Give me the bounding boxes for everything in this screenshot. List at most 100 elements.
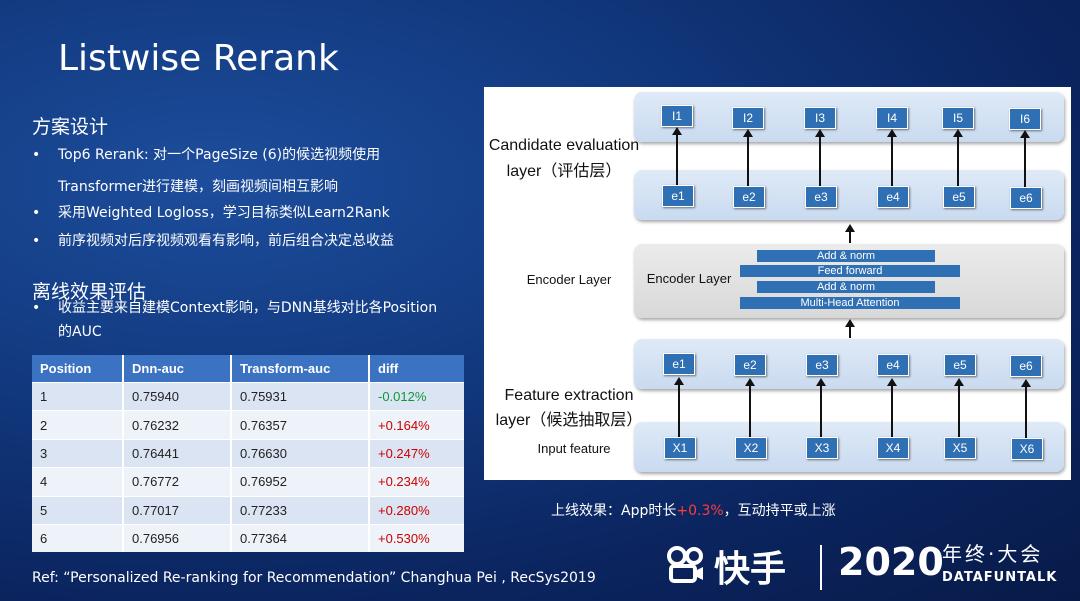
- arrowhead: [845, 224, 855, 232]
- event-year: 2020: [838, 540, 944, 584]
- embed-node: e6: [1010, 187, 1042, 209]
- input-feature-label: Input feature: [537, 441, 611, 456]
- arrowhead: [1021, 379, 1031, 387]
- cell-diff: +0.247%: [369, 438, 464, 468]
- input-node: X2: [735, 437, 767, 459]
- cell-position: 4: [32, 467, 124, 497]
- scheme-heading: 方案设计: [32, 116, 109, 138]
- cell-position: 3: [32, 438, 124, 468]
- input-node: X6: [1011, 438, 1043, 460]
- cell-dnn-auc: 0.75940: [123, 381, 232, 411]
- embed-node: e5: [943, 186, 975, 208]
- cell-transform-auc: 0.76952: [231, 467, 370, 497]
- feature-node: e5: [944, 354, 976, 376]
- arrowhead: [887, 129, 897, 137]
- cell-dnn-auc: 0.76441: [123, 438, 232, 468]
- bullet-dot: •: [32, 233, 41, 249]
- cell-dnn-auc: 0.76956: [123, 523, 232, 553]
- input-node: X3: [806, 437, 838, 459]
- cell-dnn-auc: 0.76232: [123, 410, 232, 440]
- arrowhead: [954, 378, 964, 386]
- cell-transform-auc: 0.77233: [231, 495, 370, 525]
- feature-label-1: Feature extraction: [504, 387, 634, 404]
- cell-transform-auc: 0.76357: [231, 410, 370, 440]
- reference-citation: Ref: “Personalized Re-ranking for Recomm…: [32, 570, 596, 586]
- arrowhead: [1020, 130, 1030, 138]
- cell-diff: +0.280%: [369, 495, 464, 525]
- online-gain: +0.3%: [676, 503, 724, 519]
- table-header-row: Position Dnn-auc Transform-auc diff: [32, 355, 464, 383]
- embed-node: e3: [805, 186, 837, 208]
- header-diff: diff: [369, 355, 464, 383]
- encoder-label-inner: Encoder Layer: [646, 271, 732, 286]
- cell-position: 5: [32, 495, 124, 525]
- output-node: I6: [1009, 108, 1041, 130]
- cell-transform-auc: 0.77364: [231, 523, 370, 553]
- footer-divider: [820, 545, 822, 590]
- offline-heading: 离线效果评估: [32, 281, 147, 303]
- connector: [891, 384, 893, 437]
- cell-transform-auc: 0.76630: [231, 438, 370, 468]
- scheme-bullet-3: •前序视频对后序视频观看有影响，前后组合决定总收益: [32, 227, 394, 255]
- candidate-eval-box: [634, 170, 1064, 220]
- input-node: X4: [877, 437, 909, 459]
- connector: [1025, 385, 1027, 438]
- output-layer-box: [634, 92, 1064, 142]
- embed-node: e4: [877, 186, 909, 208]
- connector: [676, 133, 678, 185]
- cell-position: 2: [32, 410, 124, 440]
- embed-node: e1: [662, 185, 694, 207]
- connector: [749, 384, 751, 437]
- cell-dnn-auc: 0.77017: [123, 495, 232, 525]
- encoder-bar-add-norm: Add & norm: [757, 281, 935, 293]
- online-result: 上线效果：App时长+0.3%，互动持平或上涨: [551, 503, 836, 519]
- datafuntalk-brand: DATAFUNTALK: [942, 570, 1058, 585]
- bullet-dot: •: [32, 205, 41, 221]
- candidate-label-1: Candidate evaluation: [488, 137, 640, 154]
- feature-node: e2: [734, 354, 766, 376]
- header-position: Position: [32, 355, 124, 383]
- input-feature-box: [634, 422, 1064, 472]
- kuaishou-logo-text: 快手: [714, 549, 787, 590]
- scheme-bullet-2: •采用Weighted Logloss，学习目标类似Learn2Rank: [32, 199, 390, 227]
- connector: [678, 383, 680, 437]
- connector: [891, 135, 893, 186]
- feature-node: e3: [806, 354, 838, 376]
- connector: [820, 384, 822, 437]
- event-name: 年终·大会: [942, 542, 1044, 566]
- offline-bullet-cont: 的AUC: [58, 324, 102, 340]
- bullet-dot: •: [32, 300, 41, 316]
- feature-node: e4: [877, 354, 909, 376]
- arrowhead: [816, 378, 826, 386]
- connector: [747, 135, 749, 186]
- connector: [819, 135, 821, 186]
- cell-position: 1: [32, 381, 124, 411]
- bullet-dot: •: [32, 147, 41, 163]
- cell-dnn-auc: 0.76772: [123, 467, 232, 497]
- feature-extraction-box: [634, 339, 1064, 389]
- arrowhead: [674, 377, 684, 385]
- output-node: I2: [732, 107, 764, 129]
- encoder-bar-feed-forward: Feed forward: [740, 265, 960, 277]
- cell-diff: -0.012%: [369, 381, 464, 411]
- candidate-label-2: layer（评估层）: [506, 163, 622, 180]
- offline-bullet: •收益主要来自建模Context影响，与DNN基线对比各Position: [32, 297, 437, 319]
- encoder-bar-add-norm-top: Add & norm: [757, 250, 935, 262]
- arrow-encoder-to-eval: [849, 230, 851, 243]
- cell-transform-auc: 0.75931: [231, 381, 370, 411]
- arrowhead: [672, 127, 682, 135]
- arrowhead: [953, 129, 963, 137]
- feature-node: e6: [1010, 355, 1042, 377]
- cell-diff: +0.234%: [369, 467, 464, 497]
- cell-position: 6: [32, 523, 124, 553]
- connector: [957, 135, 959, 186]
- arrow-feature-to-encoder: [849, 325, 851, 338]
- input-node: X5: [944, 437, 976, 459]
- output-node: I3: [804, 107, 836, 129]
